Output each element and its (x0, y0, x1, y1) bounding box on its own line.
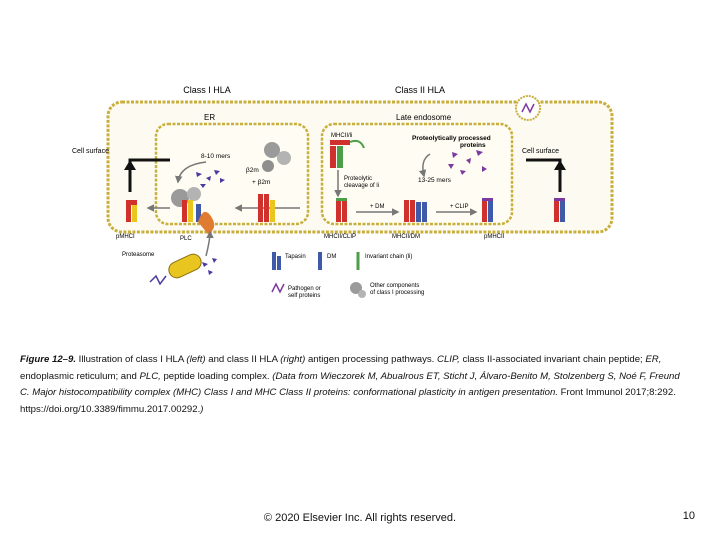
antigen-processing-diagram: Class I HLA Class II HLA ER Late endosom… (72, 85, 614, 299)
mhcii-ii-complex (330, 139, 365, 168)
plc-complex (171, 187, 215, 234)
legend-invariant: Invariant chain (li) (365, 254, 412, 260)
proteasome (149, 253, 202, 286)
mhci-assembly (258, 142, 291, 222)
late-endosome (320, 122, 514, 226)
caption-text: Illustration of class I HLA (76, 354, 187, 365)
er-label: ER (204, 113, 215, 122)
er-compartment (154, 122, 310, 226)
legend-dm-icon (318, 252, 322, 270)
b2m-label: β2m (246, 167, 259, 174)
caption-text: endoplasmic reticulum; and (20, 370, 140, 382)
pathogen-uptake (515, 95, 541, 121)
page-number: 10 (682, 510, 695, 522)
mers-8-10-label: 8-10 mers (201, 153, 231, 160)
mers-13-25-label: 13-25 mers (418, 177, 452, 184)
legend-pathogen-icon (271, 282, 285, 294)
pmhcii-label: pMHCII (484, 234, 505, 240)
caption-right: (right) (280, 354, 306, 365)
legend-tapasin-icon (272, 252, 276, 270)
peptide-arrow-er (174, 161, 207, 184)
late-endosome-label: Late endosome (396, 113, 452, 122)
plus-clip-label: + CLIP (450, 204, 469, 210)
legend-tapasin: Tapasin (285, 254, 306, 260)
cell-surface-right-label: Cell surface (522, 148, 559, 155)
plus-b2m-label: + β2m (252, 179, 270, 186)
caption-er: ER, (645, 354, 662, 365)
legend-other-icon (350, 282, 362, 294)
peptide-arrow-endosome (418, 153, 431, 178)
peptide-cluster-er (196, 170, 225, 188)
caption-text: class II-associated invariant chain pept… (459, 354, 646, 365)
caption-left: (left) (186, 354, 206, 365)
caption-lead: Figure 12–9. (20, 354, 76, 365)
proteasome-to-er-arrow (205, 230, 214, 257)
peptide-cluster-endosome (448, 150, 487, 175)
class1-title: Class I HLA (183, 85, 231, 95)
pmhcii-complex (482, 198, 565, 222)
caption-clip: CLIP, (437, 354, 460, 365)
caption-source-end: ) (200, 403, 204, 415)
caption-plc: PLC, (139, 370, 161, 382)
mhcii-dm-label: MHCII/DM (392, 234, 420, 240)
caption-text: and class II HLA (205, 354, 281, 365)
caption-source: (Data from Wieczorek M, Abualrous ET, St… (20, 370, 680, 399)
mhcii-label: MHCII/li (331, 133, 352, 139)
caption-source-plain: Front Immunol 2017;8:292. https://doi.or… (20, 387, 676, 415)
legend: Tapasin DM Invariant chain (li) Pathogen… (271, 252, 424, 299)
cell-surface-left-label: Cell surface (72, 148, 109, 155)
pmhci-label: pMHCI (116, 234, 135, 240)
pmhci-complex (126, 200, 137, 222)
proteasome-label: Proteasome (122, 252, 155, 258)
copyright-notice: © 2020 Elsevier Inc. All rights reserved… (263, 512, 457, 524)
class2-title: Class II HLA (395, 85, 445, 95)
caption-text: antigen processing pathways. (305, 354, 438, 365)
plc-label: PLC (180, 236, 192, 242)
mhcii-clip-complex (336, 198, 347, 222)
mhcii-clip-label: MHCII/CLIP (324, 234, 356, 240)
peptide-cluster-cytosol (202, 258, 217, 275)
mhcii-dm-complex (404, 200, 427, 222)
figure-caption: Figure 12–9. Illustration of class I HLA… (20, 352, 685, 418)
caption-text: peptide loading complex. (160, 370, 273, 382)
plus-dm-label: + DM (370, 204, 385, 210)
legend-dm: DM (327, 254, 336, 260)
